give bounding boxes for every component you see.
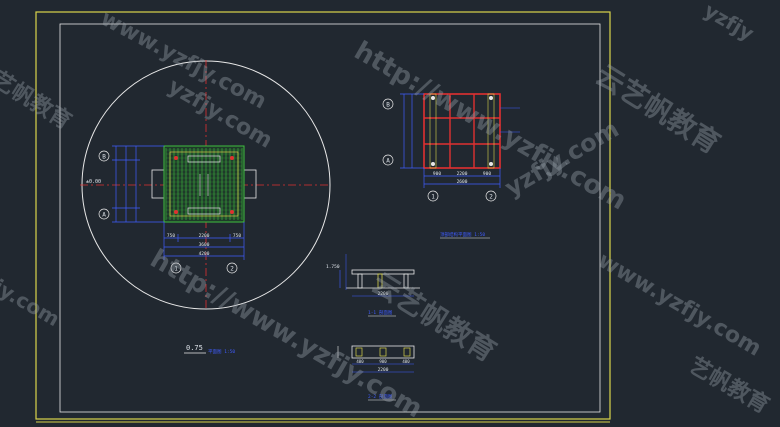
elev-label-b: B <box>386 102 390 109</box>
left-post <box>151 169 165 199</box>
section2-dim-b: 900 <box>379 359 387 364</box>
elev-label-2: 2 <box>489 194 493 201</box>
section1-dim: 2200 <box>378 291 389 297</box>
structure-plan <box>423 93 520 169</box>
grid-bubble-1 <box>170 262 182 274</box>
section2-dim-a: 400 <box>356 359 364 364</box>
elev-label-a: A <box>386 158 390 165</box>
section-2-2 <box>337 345 415 373</box>
dim-750-right: 750 <box>233 233 241 239</box>
outer-frame <box>35 11 611 420</box>
structure-caption: 顶部结构平面图 1:50 <box>440 231 485 238</box>
section2-dim-total: 2200 <box>378 367 389 373</box>
elev-dim-total: 2600 <box>457 179 468 185</box>
dim-750-left: 750 <box>167 233 175 239</box>
grid-label-b: B <box>102 154 106 161</box>
elev-dim-2200: 2200 <box>457 171 468 177</box>
elev-bubble-a <box>382 154 394 166</box>
section2-caption: 2-2 剖面图 <box>368 393 393 400</box>
structure-dims <box>400 93 501 188</box>
grid-bubble-b <box>98 150 110 162</box>
section1-caption: 1-1 剖面图 <box>368 309 393 316</box>
scale-label: 0.75 <box>186 344 203 352</box>
grid-label-1: 1 <box>174 266 178 273</box>
elev-bubble-2 <box>485 190 497 202</box>
section2-dim-c: 400 <box>402 359 410 364</box>
right-post <box>243 169 257 199</box>
elev-dim-900-left: 900 <box>433 171 441 177</box>
inner-frame <box>59 23 601 413</box>
dim-3600: 3600 <box>199 242 210 248</box>
plan-dims-bottom <box>163 222 245 260</box>
dim-2200: 2200 <box>199 233 210 239</box>
grid-label-2: 2 <box>230 266 234 273</box>
section-1-1 <box>339 254 420 297</box>
grid-bubble-a <box>98 208 110 220</box>
plan-dims-left <box>112 145 164 223</box>
elev-bubble-b <box>382 98 394 110</box>
elev-label-1: 1 <box>431 194 435 201</box>
elev-bubble-1 <box>427 190 439 202</box>
dim-4200: 4200 <box>199 251 210 257</box>
grid-label-a: A <box>102 212 106 219</box>
elev-dim-900-right: 900 <box>483 171 491 177</box>
section1-level: 1.750 <box>326 264 340 270</box>
level-mark: ±0.00 <box>86 179 101 185</box>
grid-bubble-2 <box>226 262 238 274</box>
scale-caption: 平面图 1:50 <box>208 349 235 355</box>
roof-plan <box>163 145 245 223</box>
